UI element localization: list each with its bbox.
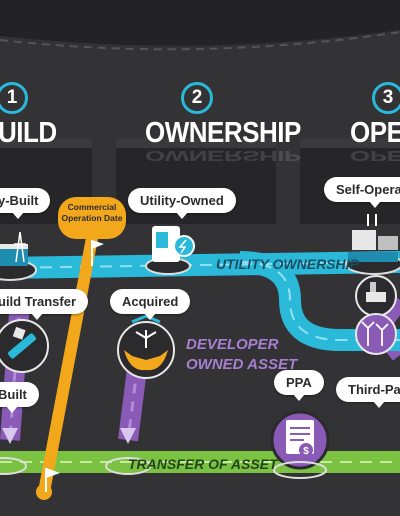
track-endpoint <box>0 457 27 475</box>
stage-title-ownership: OWNERSHIP <box>145 115 301 149</box>
pill-self-operated: Self-Operate <box>324 177 400 208</box>
milestone-line-2: Operation Date <box>61 213 123 223</box>
stage-title-reflection: OWNERSHIP <box>145 147 301 165</box>
utility-ownership-label: UTILITY OWNERSHIP <box>216 256 359 272</box>
pill-built: y-Built <box>0 188 51 219</box>
pill-utility-owned: Utility-Owned <box>128 188 236 219</box>
tools-icon <box>0 319 49 373</box>
stage-title-reflection: OPERA <box>350 147 400 165</box>
arrow-down-icon <box>2 428 18 444</box>
wind-turbine-icon <box>355 313 397 355</box>
commercial-operation-date-badge: Commercial Operation Date <box>58 197 126 239</box>
track-endpoint <box>105 457 151 475</box>
stage-title-build: UILD <box>0 115 57 149</box>
developer-label-line-2: OWNED ASSET <box>186 356 298 373</box>
solar-facility-icon <box>345 214 400 275</box>
dashed-arc <box>0 31 400 51</box>
utility-document-icon <box>145 226 195 275</box>
stage-number-build: 1 <box>0 82 28 114</box>
pill-built-bottom: Built <box>0 382 39 413</box>
ppa-document-icon: $ <box>270 410 330 470</box>
pill-build-transfer: uild Transfer <box>0 289 89 320</box>
svg-text:$: $ <box>303 446 309 457</box>
power-plant-icon <box>0 231 37 281</box>
stage-title-operation: OPERA <box>350 115 400 149</box>
flag-icon <box>45 468 60 492</box>
top-band <box>0 0 400 46</box>
utility-track <box>0 251 400 351</box>
hands-turbine-icon <box>117 314 175 379</box>
pill-third-party: Third-Part <box>336 377 400 408</box>
pill-acquired: Acquired <box>110 289 191 320</box>
flag-icon <box>91 240 104 266</box>
transfer-of-asset-label: TRANSFER OF ASSET <box>128 456 278 472</box>
stage-number-operation: 3 <box>372 82 400 114</box>
track-endpoint <box>273 461 327 479</box>
developer-label-line-1: DEVELOPER <box>186 336 279 353</box>
pill-ppa: PPA <box>274 370 324 401</box>
milestone-line-1: Commercial <box>67 202 117 212</box>
commercial-operation-pole <box>36 236 98 500</box>
facility-operator-icon <box>355 275 397 317</box>
stage-number-ownership: 2 <box>181 82 213 114</box>
arrow-down-icon <box>120 428 136 444</box>
